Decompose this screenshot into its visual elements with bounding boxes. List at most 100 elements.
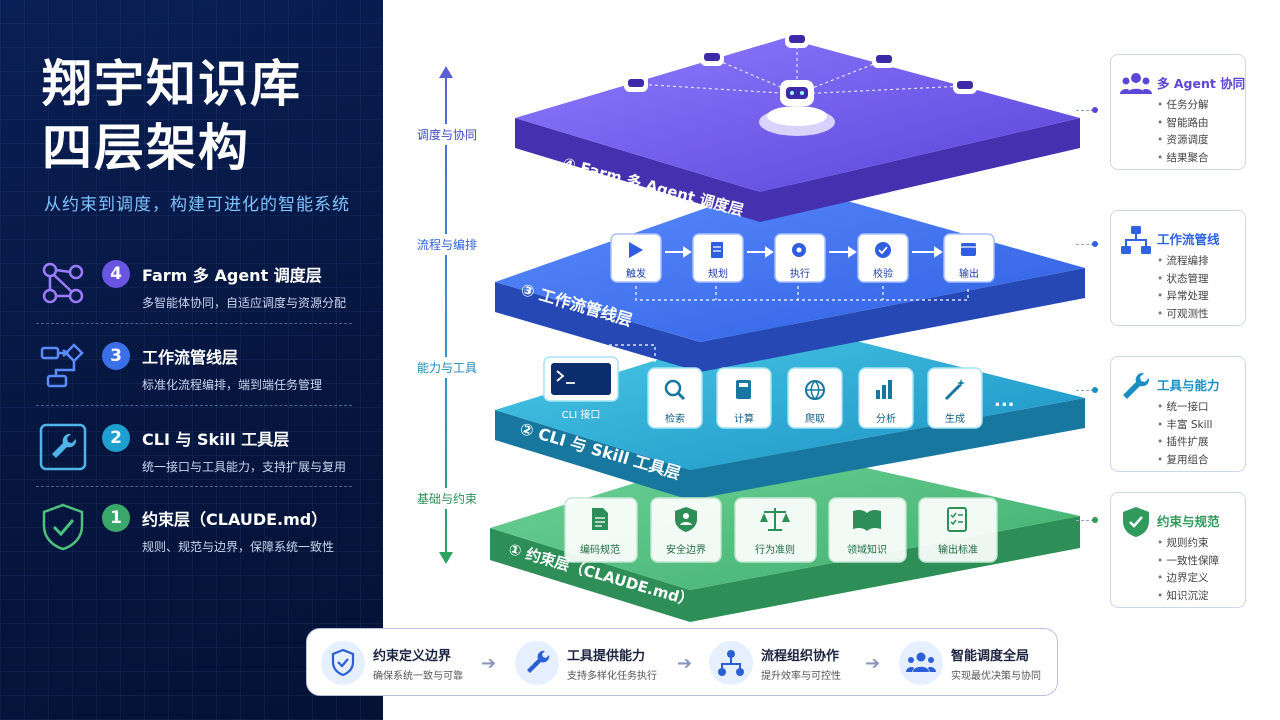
tool-label: 分析 <box>876 414 896 425</box>
card-list-item: 统一接口 <box>1157 399 1212 417</box>
summary-desc: 实现最优决策与协同 <box>951 671 1041 682</box>
title-line-2: 四层架构 <box>42 119 250 177</box>
tool-chips <box>543 344 983 429</box>
check-icon <box>875 242 891 258</box>
shield-person-icon <box>675 507 697 532</box>
scale-icon <box>760 508 790 531</box>
card-list-item: 边界定义 <box>1157 570 1219 588</box>
connector-dot <box>1092 241 1098 247</box>
connector-dot <box>1092 387 1098 393</box>
card-title: 工具与能力 <box>1157 378 1220 393</box>
right-card-constraints: 约束与规范 规则约束 一致性保障 边界定义 知识沉淀 <box>1110 492 1246 608</box>
constraint-chips <box>564 497 998 563</box>
document-icon <box>711 242 723 258</box>
divider <box>36 323 352 324</box>
wrench-icon <box>39 423 87 471</box>
summary-item-scheduling: 智能调度全局 实现最优决策与协同 <box>899 637 1069 689</box>
card-list-item: 智能路由 <box>1157 115 1209 133</box>
card-list-item: 任务分解 <box>1157 97 1209 115</box>
card-list-item: 资源调度 <box>1157 132 1209 150</box>
arrow-right-icon: ➔ <box>481 653 497 674</box>
connector-dot <box>1092 517 1098 523</box>
network-icon <box>42 262 84 304</box>
layer-title: 工作流管线层 <box>142 348 239 367</box>
file-icon <box>592 508 608 530</box>
summary-title: 流程组织协作 <box>761 649 840 664</box>
title-line-1: 翔宇知识库 <box>42 55 302 113</box>
card-title: 多 Agent 协同 <box>1157 76 1246 91</box>
checklist-icon <box>947 507 967 532</box>
summary-desc: 确保系统一致与可靠 <box>373 671 463 682</box>
constraint-label: 行为准则 <box>755 545 795 556</box>
left-panel: 翔宇知识库 四层架构 从约束到调度，构建可进化的智能系统 4 Farm 多 Ag… <box>0 0 383 720</box>
divider <box>36 405 352 406</box>
card-list-item: 知识沉淀 <box>1157 588 1219 606</box>
arrow-right-icon: ➔ <box>865 653 881 674</box>
wrench-icon <box>515 641 559 685</box>
constraint-label: 领域知识 <box>847 545 887 556</box>
book-icon <box>853 509 881 531</box>
workflow-step-label: 校验 <box>873 269 893 280</box>
connector <box>1076 110 1094 111</box>
axis-arrow-down-icon <box>439 552 453 564</box>
layer-number-badge: 2 <box>102 424 130 452</box>
hierarchy-icon <box>1121 226 1151 254</box>
tool-label: 爬取 <box>805 414 825 425</box>
shield-check-icon <box>321 641 365 685</box>
layer-title: CLI 与 Skill 工具层 <box>142 430 290 449</box>
card-title: 约束与规范 <box>1157 514 1220 529</box>
divider <box>36 486 352 487</box>
layer-description: 规则、规范与边界，保障系统一致性 <box>142 540 335 554</box>
flow-icon <box>40 343 84 388</box>
globe-icon <box>805 380 825 401</box>
card-list: 规则约束 一致性保障 边界定义 知识沉淀 <box>1157 535 1220 606</box>
workflow-steps <box>610 233 995 301</box>
right-card-tools: 工具与能力 统一接口 丰富 Skill 插件扩展 复用组合 <box>1110 356 1246 472</box>
layer-title: Farm 多 Agent 调度层 <box>142 266 322 285</box>
summary-title: 工具提供能力 <box>567 649 646 664</box>
summary-desc: 提升效率与可控性 <box>761 671 841 682</box>
axis-arrow-up-icon <box>439 66 453 78</box>
tool-label: 生成 <box>945 414 965 425</box>
left-layer-1: 1 约束层（CLAUDE.md） 规则、规范与边界，保障系统一致性 <box>36 500 356 580</box>
connector <box>1076 390 1094 391</box>
card-list-item: 异常处理 <box>1157 288 1209 306</box>
people-icon <box>1120 73 1152 94</box>
constraint-label: 安全边界 <box>666 545 706 556</box>
cli-label: CLI 接口 <box>561 410 601 421</box>
layer-title: 约束层（CLAUDE.md） <box>142 510 328 529</box>
vertical-axis <box>445 70 447 558</box>
layer-description: 多智能体协同，自适应调度与资源分配 <box>142 296 347 310</box>
axis-label: 基础与约束 <box>412 488 482 509</box>
summary-item-constraints: 约束定义边界 确保系统一致与可靠 <box>321 637 491 689</box>
left-layer-3: 3 工作流管线层 标准化流程编排，端到端任务管理 <box>36 338 356 418</box>
connector-dot <box>1092 107 1098 113</box>
left-layer-4: 4 Farm 多 Agent 调度层 多智能体协同，自适应调度与资源分配 <box>36 256 356 336</box>
summary-title: 智能调度全局 <box>951 649 1030 664</box>
summary-bar: 约束定义边界 确保系统一致与可靠 ➔ 工具提供能力 支持多样化任务执行 ➔ 流程… <box>306 628 1058 696</box>
card-list: 统一接口 丰富 Skill 插件扩展 复用组合 <box>1157 399 1213 470</box>
workflow-step-label: 输出 <box>959 269 979 280</box>
workflow-step-label: 执行 <box>790 269 810 280</box>
agent-robot-icons <box>624 30 977 136</box>
layer-number-badge: 1 <box>102 504 130 532</box>
summary-item-workflow: 流程组织协作 提升效率与可控性 <box>709 637 879 689</box>
constraint-label: 编码规范 <box>580 545 620 556</box>
summary-title: 约束定义边界 <box>373 649 452 664</box>
shield-check-icon <box>1123 507 1149 537</box>
layer-number-badge: 3 <box>102 342 130 370</box>
box-icon <box>961 243 976 256</box>
card-list-item: 可观测性 <box>1157 306 1209 324</box>
tool-label: 检索 <box>665 414 685 425</box>
card-list-item: 结果聚合 <box>1157 150 1209 168</box>
card-list-item: 规则约束 <box>1157 535 1219 553</box>
layer-description: 标准化流程编排，端到端任务管理 <box>142 378 323 392</box>
card-list-item: 丰富 Skill <box>1157 417 1213 435</box>
card-list-item: 复用组合 <box>1157 452 1212 470</box>
tool-label: 计算 <box>734 414 754 425</box>
right-card-workflow: 工作流管线 流程编排 状态管理 异常处理 可观测性 <box>1110 210 1246 326</box>
wrench-icon <box>1123 372 1150 399</box>
axis-label: 调度与协同 <box>412 124 482 145</box>
search-icon <box>664 379 686 401</box>
card-list: 任务分解 智能路由 资源调度 结果聚合 <box>1157 97 1209 167</box>
